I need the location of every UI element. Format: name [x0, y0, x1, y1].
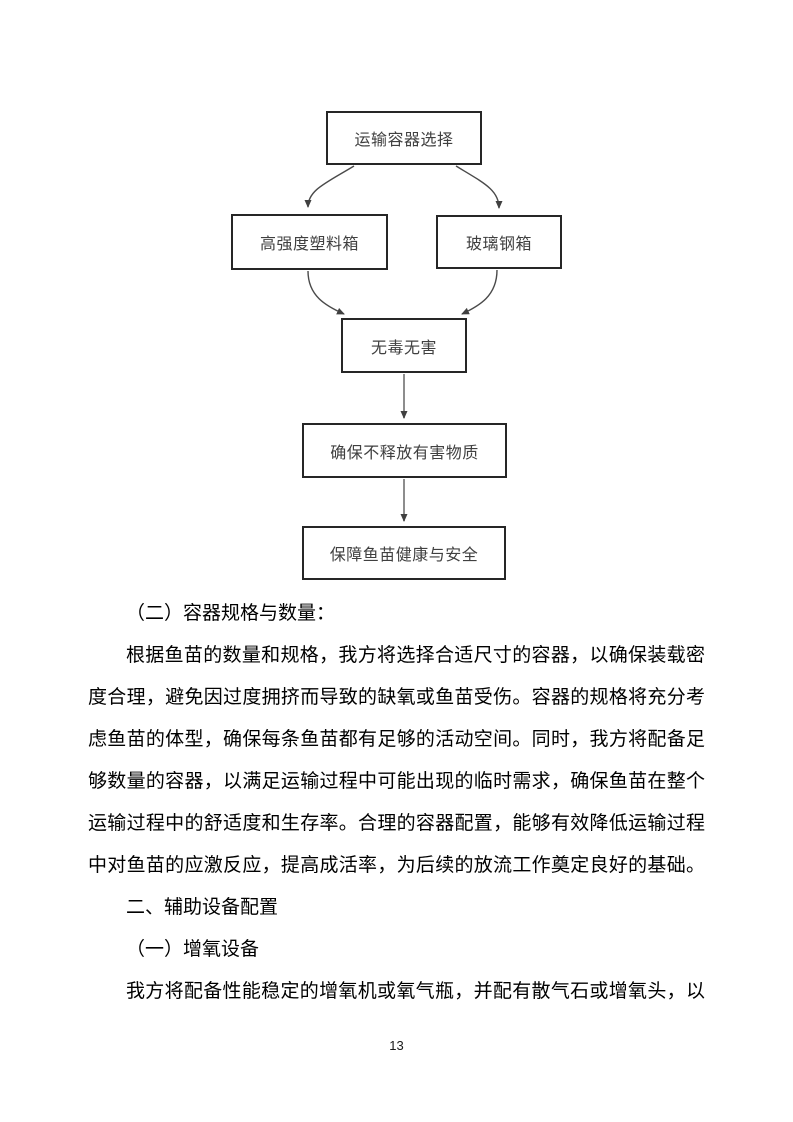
body-text: （二）容器规格与数量： 根据鱼苗的数量和规格，我方将选择合适尺寸的容器，以确保装… — [88, 593, 705, 1013]
arrow-select-to-fiberglass — [455, 165, 503, 209]
paragraph1-line: 够数量的容器，以满足运输过程中可能出现的临时需求，确保鱼苗在整个 — [88, 771, 705, 792]
arrow-select-to-plastic — [304, 165, 355, 208]
flowchart-node-container-selection: 运输容器选择 — [326, 111, 482, 165]
flowchart: 运输容器选择 高强度塑料箱 玻璃钢箱 无毒无害 确保不释放有害物质 保障鱼苗健康… — [231, 111, 562, 580]
chapter-heading: 二、辅助设备配置 — [126, 897, 279, 918]
paragraph1-line: 度合理，避免因过度拥挤而导致的缺氧或鱼苗受伤。容器的规格将充分考 — [88, 687, 705, 708]
paragraph1-line: 虑鱼苗的体型，确保每条鱼苗都有足够的活动空间。同时，我方将配备足 — [88, 729, 705, 750]
section-heading: （二）容器规格与数量： — [126, 603, 336, 624]
flowchart-node-fiberglass-box: 玻璃钢箱 — [436, 215, 562, 269]
flowchart-node-nontoxic: 无毒无害 — [341, 318, 467, 373]
page-number: 13 — [389, 1038, 404, 1053]
flowchart-connectors — [304, 165, 503, 522]
paragraph2-line: 我方将配备性能稳定的增氧机或氧气瓶，并配有散气石或增氧头，以 — [126, 981, 705, 1002]
paragraph1-line: 中对鱼苗的应激反应，提高成活率，为后续的放流工作奠定良好的基础。 — [88, 855, 705, 876]
arrow-fiberglass-to-nontoxic — [461, 269, 498, 315]
paragraph1-line: 根据鱼苗的数量和规格，我方将选择合适尺寸的容器，以确保装载密 — [126, 645, 705, 666]
paragraph1-line: 运输过程中的舒适度和生存率。合理的容器配置，能够有效降低运输过程 — [88, 813, 705, 834]
subsection-heading: （一）增氧设备 — [126, 939, 260, 960]
flowchart-node-fry-safety: 保障鱼苗健康与安全 — [302, 526, 506, 580]
flowchart-node-plastic-box: 高强度塑料箱 — [231, 214, 388, 270]
arrow-plastic-to-nontoxic — [307, 270, 345, 315]
flowchart-node-no-harmful-release: 确保不释放有害物质 — [302, 423, 507, 478]
